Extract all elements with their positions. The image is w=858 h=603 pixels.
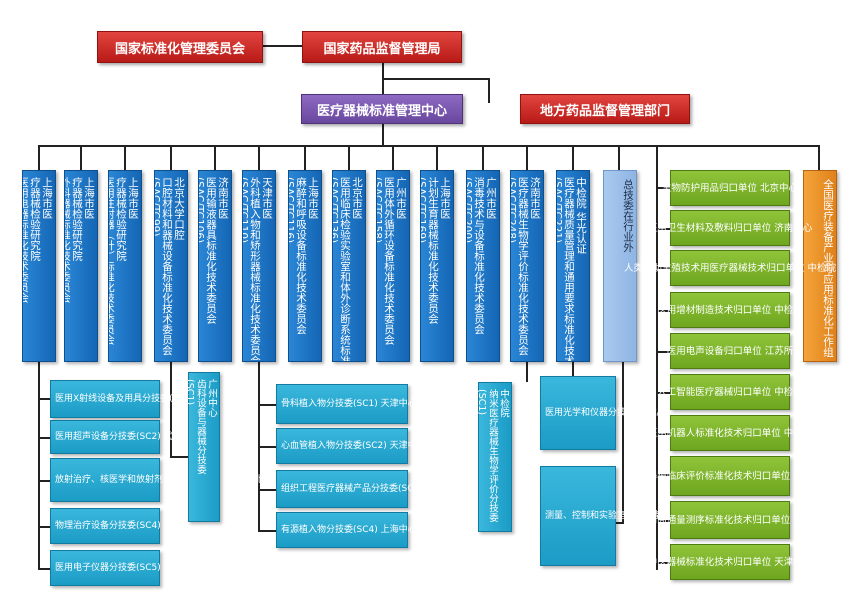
tc10-sc1-box: 医用X射线设备及用具分技委(SC1) 沈阳中心 [50, 380, 233, 418]
tc248-column: 济南市医 医疗器械生物学评价标准化技术委员会 (SAC/TC248) [510, 170, 544, 362]
tc221-column: 中检院 华光认证 医疗器械质量管理和通用要求标准化技术委员会 (SAC/TC22… [556, 170, 590, 362]
tc99-sc1-box: 广州中心 齿科设备与器械分技委 (SC1) [184, 372, 220, 522]
green-unit-6: 人工智能医疗器械归口单位 中检院 [657, 374, 803, 410]
tc110-sc3-box: 组织工程医疗器械产品分技委(SC3) 中检院 [276, 470, 453, 508]
tc106-column: 济南市医 医用输液器具标准化技术委员会 (SAC/TC106) [198, 170, 232, 362]
tc10-sc5-box: 医用电子仪器分技委(SC5) 上海中心 [50, 550, 200, 586]
green-unit-7: 医用机器人标准化技术归口单位 中检院 [648, 415, 812, 451]
green-unit-9: 医用高通量测序标准化技术归口单位 中检院 [638, 501, 822, 539]
tc338-sc1-box: 测量、控制和实验室电器设备安全标委会医用设备分技委(SAC/TC338/SC1)… [540, 466, 858, 566]
green-unit-5: 医用电声设备归口单位 江苏所 [667, 333, 793, 369]
equipment-workgroup-column: 全国医疗装备产业与应用标准化工作组 [803, 170, 837, 362]
tc10-sc4-box: 物理治疗设备分技委(SC4) 天津中心 [50, 508, 200, 544]
standard-center-box: 医疗器械标准管理中心 [301, 94, 463, 124]
tc110-sc4-box: 有源植入物分技委(SC4) 上海中心 [276, 512, 417, 548]
tc110-sc2-box: 心血管植入物分技委(SC2) 天津中心 [276, 428, 426, 464]
green-unit-4: 医用增材制造技术归口单位 中检院 [657, 292, 803, 328]
tc248-sc1-box: 中检院 纳米医疗器械生物学评价分技委 (SC1) [476, 382, 512, 532]
tc95-column: 上海市医 疗器械检验研究院 医用注射器（针）标准化技术委员会 (SAC/TC95… [108, 170, 142, 362]
green-unit-8: 医疗器械临床评价标准化技术归口单位 器审中心 [629, 456, 831, 496]
green-unit-10: 中医器械标准化技术归口单位 天津中心 [648, 544, 812, 580]
tc10-column: 上海市医 疗器械检验研究院 医用电器标准化技术委员会 (SAC/TC10) [22, 170, 56, 362]
tc103-sc1-box: 医用光学和仪器分技委(SAC/TC103/SC1) 杭州中心 [540, 376, 751, 450]
tc10-sc3-box: 放射治疗、核医学和放射剂量学设备分技委(SC3) 北京中心 [50, 458, 290, 502]
green-unit-1: 生物防护用品归口单位 北京中心 [662, 170, 798, 206]
local-admin-box: 地方药品监督管理部门 [520, 94, 690, 124]
tc158-column: 广州市医 医用体外循环设备标准化技术委员会 (SAC/TC158) [376, 170, 410, 362]
tc10-sc2-box: 医用超声设备分技委(SC2) 武汉中心 [50, 420, 200, 454]
green-unit-3: 人类辅助生殖技术用医疗器械技术归口单位 中检院 [624, 250, 836, 286]
green-unit-2: 医用卫生材料及敷料归口单位 济南中心 [648, 210, 812, 246]
tc136-column: 北京市医 医用临床检验实验室和体外诊断系统标准化技术委员会 (SAC/TC136… [332, 170, 366, 362]
nmpa-box: 国家药品监督管理局 [302, 31, 462, 63]
tc169-column: 上海市医 计划生育器械标准化技术委员会 (SAC/TC169) [420, 170, 454, 362]
tc99-column: 北京大学口腔 口腔材料和器械设备标准化技术委员会 (SAC/TC99) [154, 170, 188, 362]
tc110-column: 天津市医 外科植入物和矫形器械标准化技术委员会 (SAC/TC110) [242, 170, 276, 362]
outside-industry-column: 总技委在行业外 [603, 170, 637, 362]
sac-box: 国家标准化管理委员会 [97, 31, 263, 63]
tc94-column: 上海市医 疗器械检验研究院 外科器械标准化技术委员会 (SAC/TC94) [64, 170, 98, 362]
tc200-column: 广州市医 消毒技术与设备标准化技术委员会 (SAC/TC200) [466, 170, 500, 362]
tc116-column: 上海市医 麻醉和呼吸设备标准化技术委员会 (SAC/TC116) [288, 170, 322, 362]
tc110-sc1-box: 骨科植入物分技委(SC1) 天津中心 [276, 384, 417, 424]
